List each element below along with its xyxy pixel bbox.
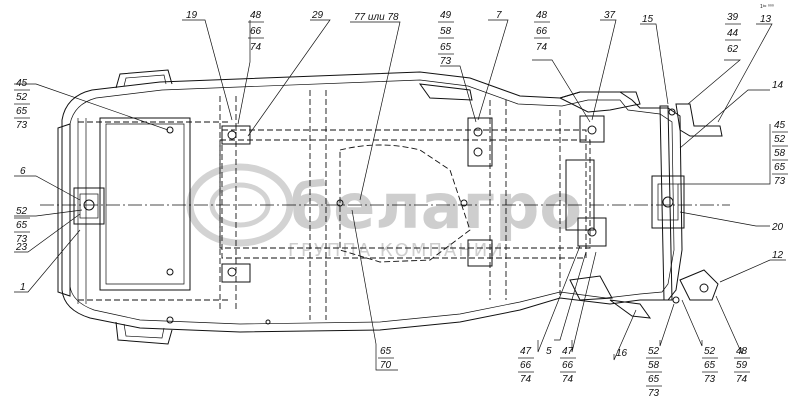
callout-6: 6 [20, 166, 26, 177]
svg-text:52: 52 [16, 92, 28, 103]
svg-text:66: 66 [250, 26, 262, 37]
svg-text:66: 66 [562, 360, 574, 371]
callout-23: 23 [15, 242, 28, 253]
svg-text:39: 39 [727, 12, 739, 23]
callout-19: 19 [186, 10, 198, 21]
svg-text:20: 20 [771, 222, 784, 233]
callout-29: 29 [311, 10, 324, 21]
svg-text:73: 73 [16, 120, 28, 131]
svg-text:65: 65 [648, 374, 660, 385]
svg-text:19: 19 [186, 10, 198, 21]
callout-39-44-62: 39 44 62 [725, 12, 741, 55]
leader-lines [14, 19, 786, 371]
svg-text:44: 44 [727, 28, 739, 39]
svg-text:74: 74 [536, 42, 548, 53]
svg-text:47: 47 [562, 346, 574, 357]
callout-37: 37 [604, 10, 616, 21]
callout-77-or-78: 77 или 78 [354, 12, 399, 23]
svg-text:14: 14 [772, 80, 784, 91]
callout-48-66-74-top: 48 66 74 [248, 10, 264, 53]
svg-text:74: 74 [562, 374, 574, 385]
watermark-subtitle: ГРУППА КОМПАНИИ [288, 240, 505, 261]
svg-text:12: 12 [772, 250, 784, 261]
svg-text:66: 66 [536, 26, 548, 37]
callout-16: 16 [616, 348, 628, 359]
callout-65-70: 65 70 [378, 346, 394, 371]
callout-5: 5 [546, 346, 552, 357]
callout-1: 1 [20, 282, 26, 293]
svg-text:1: 1 [20, 282, 26, 293]
svg-text:73: 73 [440, 56, 452, 67]
svg-text:48: 48 [536, 10, 548, 21]
svg-text:47: 47 [520, 346, 532, 357]
callout-12: 12 [772, 250, 784, 261]
callout-45-52-58-65-73-right: 45 52 58 65 73 [772, 120, 788, 187]
svg-text:65: 65 [774, 162, 786, 173]
floor-frame [77, 90, 591, 320]
callout-47-66-74-a: 47 66 74 [518, 346, 534, 385]
svg-text:23: 23 [15, 242, 28, 253]
callout-52-58-65-73-bottom: 52 58 65 73 [646, 346, 662, 399]
callout-49-58-65-73: 49 58 65 73 [438, 10, 454, 67]
callout-48-66-74-mid: 48 66 74 [534, 10, 550, 53]
svg-text:74: 74 [736, 374, 748, 385]
svg-text:65: 65 [704, 360, 716, 371]
mounts [73, 103, 723, 325]
svg-text:49: 49 [440, 10, 452, 21]
svg-text:52: 52 [774, 134, 786, 145]
corner-mark: 1ᵇᶜ ⁰⁰⁰ [760, 4, 774, 10]
svg-text:73: 73 [704, 374, 716, 385]
watermark: белагро ГРУППА КОМПАНИИ [186, 163, 582, 261]
svg-text:52: 52 [16, 206, 28, 217]
svg-text:65: 65 [380, 346, 392, 357]
callout-14: 14 [772, 80, 784, 91]
callout-45-52-65-73-left: 45 52 65 73 [14, 78, 30, 131]
svg-text:5: 5 [546, 346, 552, 357]
svg-text:74: 74 [520, 374, 532, 385]
svg-text:37: 37 [604, 10, 616, 21]
svg-text:70: 70 [380, 360, 392, 371]
svg-text:29: 29 [311, 10, 324, 21]
callout-15: 15 [642, 14, 654, 25]
callout-52-65-73-left: 52 65 73 [14, 206, 30, 245]
svg-text:66: 66 [520, 360, 532, 371]
watermark-brand: белагро [290, 170, 582, 243]
svg-text:48: 48 [736, 346, 748, 357]
svg-text:62: 62 [727, 44, 739, 55]
svg-text:13: 13 [760, 14, 772, 25]
callout-7: 7 [496, 10, 502, 21]
svg-text:48: 48 [250, 10, 262, 21]
callout-labels: 19 48 66 74 29 77 или 78 49 58 65 73 7 [14, 10, 788, 399]
callout-48-59-74-bottom: 48 59 74 [734, 346, 750, 385]
svg-text:73: 73 [774, 176, 786, 187]
svg-text:16: 16 [616, 348, 628, 359]
svg-text:65: 65 [440, 42, 452, 53]
svg-text:45: 45 [16, 78, 28, 89]
callout-47-66-74-b: 47 66 74 [560, 346, 576, 385]
callout-52-65-73-bottom: 52 65 73 [702, 346, 718, 385]
svg-text:59: 59 [736, 360, 748, 371]
callout-20: 20 [771, 222, 784, 233]
svg-text:52: 52 [648, 346, 660, 357]
svg-text:58: 58 [648, 360, 660, 371]
callout-13: 13 [760, 14, 772, 25]
svg-text:65: 65 [16, 106, 28, 117]
svg-text:73: 73 [648, 388, 660, 399]
svg-text:58: 58 [440, 26, 452, 37]
svg-text:45: 45 [774, 120, 786, 131]
svg-text:74: 74 [250, 42, 262, 53]
svg-text:6: 6 [20, 166, 26, 177]
svg-text:73: 73 [16, 234, 28, 245]
svg-text:15: 15 [642, 14, 654, 25]
svg-text:52: 52 [704, 346, 716, 357]
svg-text:58: 58 [774, 148, 786, 159]
svg-text:65: 65 [16, 220, 28, 231]
svg-text:77 или 78: 77 или 78 [354, 12, 399, 23]
svg-text:7: 7 [496, 10, 502, 21]
